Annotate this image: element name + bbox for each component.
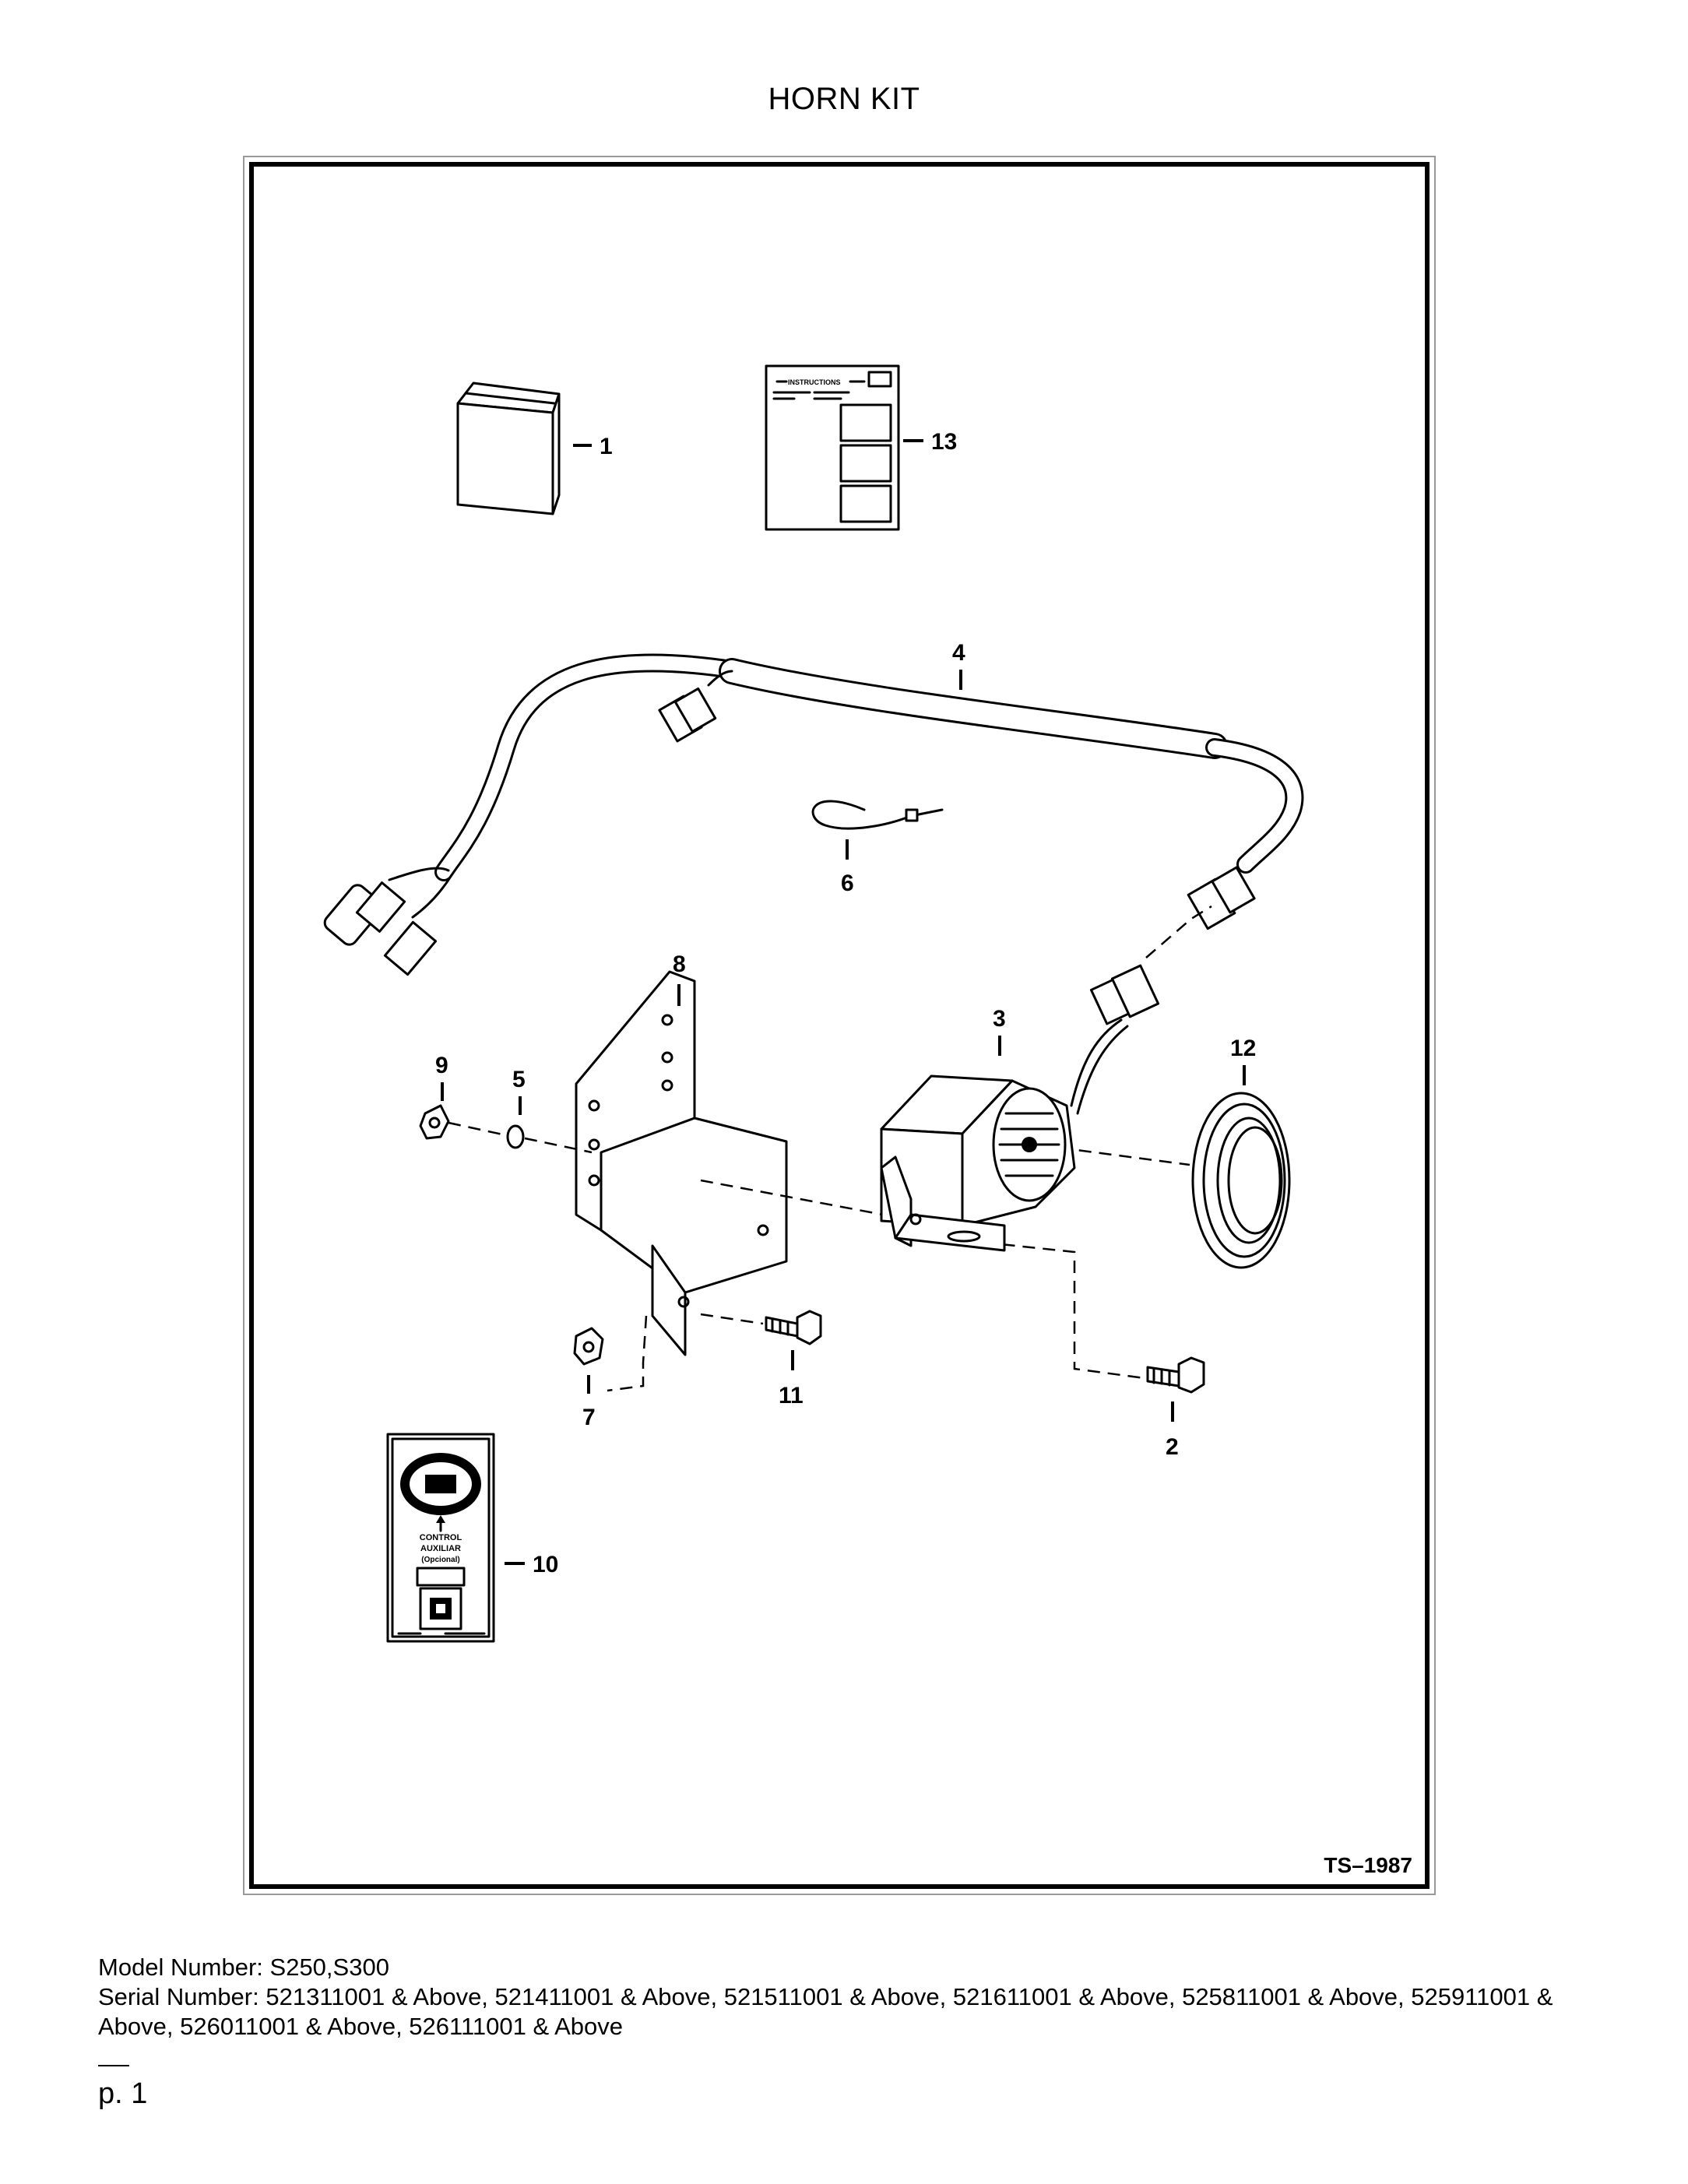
part-11-bolt xyxy=(765,1310,822,1345)
callout-1: 1 xyxy=(600,434,613,459)
part-3-horn xyxy=(880,964,1160,1252)
callout-8: 8 xyxy=(673,951,686,977)
part-12-grommet xyxy=(1191,1092,1291,1269)
callout-10: 10 xyxy=(533,1552,558,1577)
callout-7: 7 xyxy=(582,1405,596,1430)
part-7-nut xyxy=(573,1327,604,1366)
assembly-line xyxy=(941,1236,1145,1380)
serial-numbers: Serial Number: 521311001 & Above, 521411… xyxy=(98,1983,1553,2040)
model-number: Model Number: S250,S300 xyxy=(98,1954,389,1981)
callout-13: 13 xyxy=(931,429,957,455)
part-8-bracket xyxy=(575,970,788,1356)
diagram-frame xyxy=(249,162,1430,1889)
part-2-bolt xyxy=(1146,1356,1205,1394)
page-number: p. 1 xyxy=(98,2077,148,2110)
callout-12: 12 xyxy=(1230,1036,1256,1061)
diagram-outer-border xyxy=(243,156,1436,1895)
part-5-washer xyxy=(506,1124,525,1149)
footer-rule xyxy=(98,2065,129,2066)
callout-2: 2 xyxy=(1166,1434,1179,1460)
assembly-line xyxy=(607,1315,648,1392)
callout-6: 6 xyxy=(841,870,854,896)
part-9-nut xyxy=(419,1104,450,1140)
callout-11: 11 xyxy=(779,1383,804,1409)
part-13-instructions: INSTRUCTIONS xyxy=(765,364,900,531)
assembly-line xyxy=(700,1179,909,1221)
assembly-line xyxy=(1058,1146,1190,1166)
decal-line-2: AUXILIAR xyxy=(420,1544,461,1553)
model-serial-info: Model Number: S250,S300 Serial Number: 5… xyxy=(98,1953,1624,2042)
callout-9: 9 xyxy=(435,1053,448,1078)
assembly-line xyxy=(700,1313,764,1325)
part-1-box xyxy=(456,382,561,515)
callout-3: 3 xyxy=(993,1006,1006,1032)
part-4-wire-harness xyxy=(323,653,1304,976)
callout-5: 5 xyxy=(512,1067,526,1092)
page-title: HORN KIT xyxy=(768,82,920,116)
assembly-line xyxy=(524,1137,593,1154)
instructions-label: INSTRUCTIONS xyxy=(788,378,841,386)
part-6-cable-tie xyxy=(811,800,944,830)
callout-4: 4 xyxy=(952,640,965,666)
decal-line-1: CONTROL xyxy=(420,1533,462,1542)
assembly-line xyxy=(448,1121,507,1137)
decal-line-3: (Opcional) xyxy=(421,1556,459,1564)
part-10-decal: CONTROL AUXILIAR (Opcional) xyxy=(386,1433,495,1643)
figure-id: TS–1987 xyxy=(1324,1853,1412,1877)
